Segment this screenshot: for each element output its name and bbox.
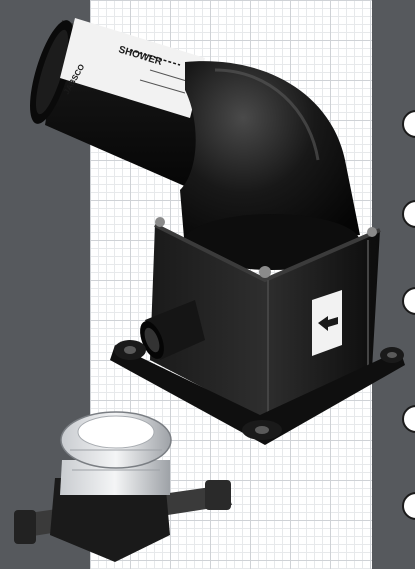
pump-mount-base bbox=[110, 340, 405, 445]
pump-motor: JABSCO SHOWER bbox=[30, 18, 230, 195]
pump-elbow bbox=[180, 61, 360, 270]
screw-icon bbox=[259, 266, 271, 278]
pump-housing bbox=[150, 217, 381, 420]
right-gray-panel bbox=[372, 0, 415, 569]
pump-inlet-port bbox=[140, 300, 205, 360]
flow-arrow-icon bbox=[318, 316, 338, 331]
strainer-filter bbox=[14, 411, 232, 562]
screw-icon bbox=[367, 227, 377, 237]
pump-label bbox=[60, 18, 205, 118]
screw-icon bbox=[155, 217, 165, 227]
